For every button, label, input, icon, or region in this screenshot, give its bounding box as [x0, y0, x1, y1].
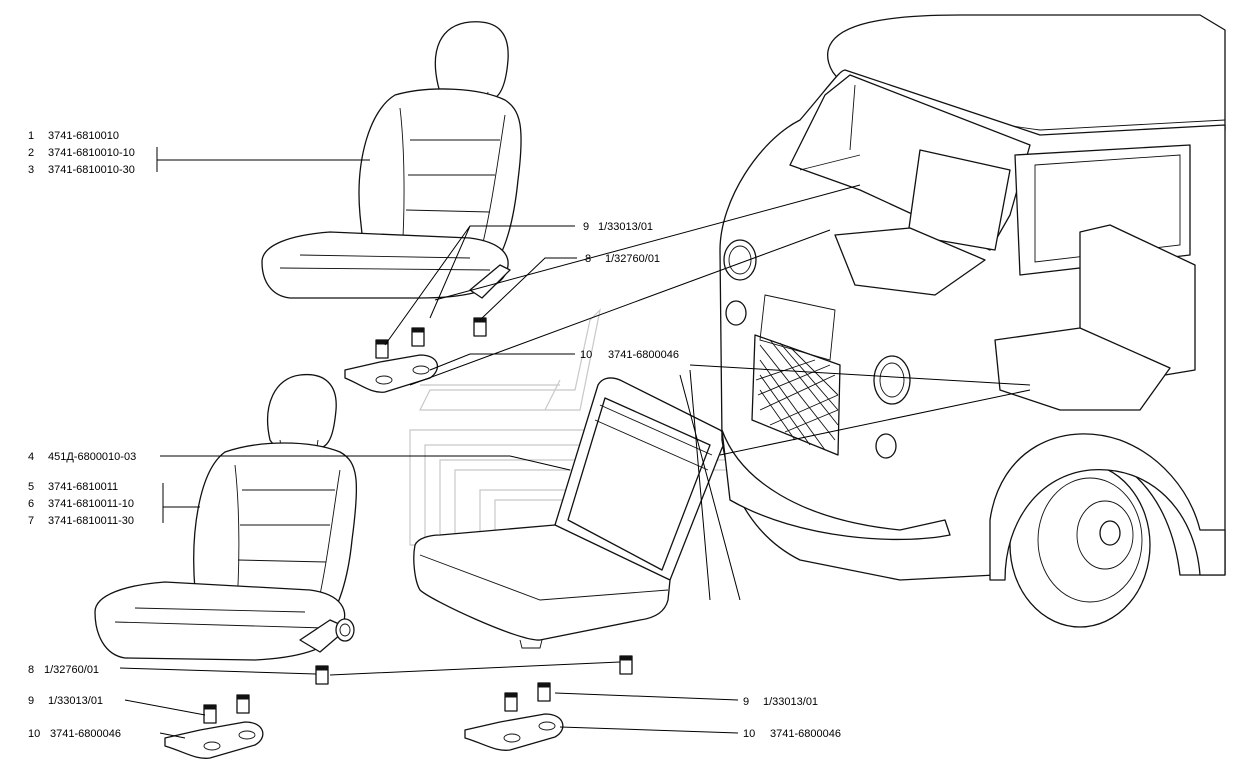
callout-number: 3	[28, 164, 34, 176]
callout-number: 7	[28, 515, 34, 527]
callout-number: 4	[28, 451, 34, 463]
callout-number: 10	[580, 349, 592, 361]
callout-part-number: 3741-6800046	[50, 728, 121, 740]
callout-number: 10	[743, 728, 755, 740]
callout-part-number: 3741-6800046	[770, 728, 841, 740]
callout-labels: 1 3741-6810010 2 3741-6810010-10 3 3741-68100…	[28, 130, 841, 740]
callout-part-number: 3741-6810011-30	[48, 515, 134, 527]
callout-part-number: 3741-6810011	[48, 481, 118, 493]
callout-part-number: 451Д-6800010-03	[48, 451, 136, 463]
seat-passenger-middle	[413, 377, 726, 649]
callout-part-number: 1/32760/01	[605, 253, 660, 265]
callout-number: 8	[28, 664, 34, 676]
callout-part-number: 3741-6810011-10	[48, 498, 134, 510]
callout-number: 1	[28, 130, 34, 142]
callout-number: 10	[28, 728, 40, 740]
bracket-assembly-bottom-middle	[464, 655, 633, 751]
callout-part-number: 1/33013/01	[598, 221, 653, 233]
seat-driver-top	[261, 21, 522, 299]
callout-number: 9	[743, 696, 749, 708]
callout-number: 9	[28, 695, 34, 707]
bracket-assembly-bottom-left	[164, 665, 329, 759]
callout-number: 5	[28, 481, 34, 493]
callout-number: 9	[583, 221, 589, 233]
callout-number: 8	[585, 253, 591, 265]
seat-driver-bottom	[94, 373, 358, 661]
vehicle-cab-illustration	[719, 14, 1226, 628]
callout-part-number: 3741-6810010-30	[48, 164, 135, 176]
callout-part-number: 1/32760/01	[44, 664, 99, 676]
callout-number: 6	[28, 498, 34, 510]
bracket-assembly-top	[344, 317, 487, 393]
leader-lines	[119, 147, 1031, 739]
callout-part-number: 3741-6800046	[608, 349, 679, 361]
callout-part-number: 1/33013/01	[48, 695, 103, 707]
callout-number: 2	[28, 147, 34, 159]
callout-part-number: 3741-6810010-10	[48, 147, 135, 159]
callout-part-number: 1/33013/01	[763, 696, 818, 708]
callout-part-number: 3741-6810010	[48, 130, 119, 142]
